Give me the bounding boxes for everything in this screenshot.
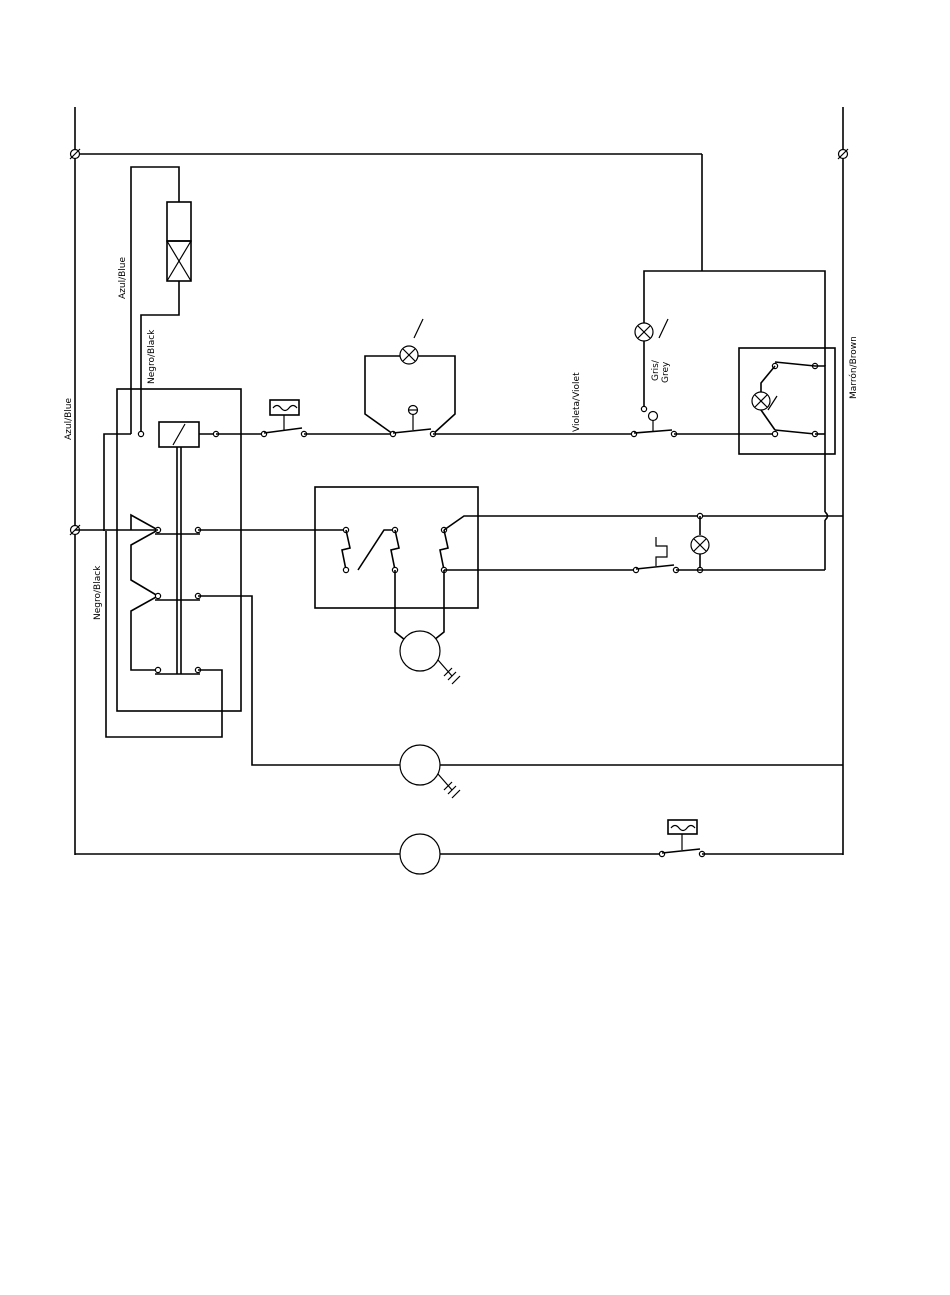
pilot-lamp-switch — [633, 513, 825, 572]
fan-motor-1 — [400, 631, 460, 684]
label-azul-blue-inner: Azul/Blue — [118, 257, 128, 299]
label-negro-black-upper: Negro/Black — [147, 329, 157, 384]
selector-switch-box — [75, 487, 843, 640]
label-grey: Grey — [661, 361, 671, 383]
label-marron-brown: Marrón/Brown — [848, 336, 859, 399]
terminal-top-left — [70, 149, 80, 159]
terminal-top-right — [838, 149, 848, 159]
bottom-motor-circuit — [75, 820, 843, 874]
door-switch-box — [739, 348, 835, 570]
heater-element — [131, 167, 191, 434]
supply-rails — [75, 107, 843, 855]
contactor-block — [104, 389, 241, 737]
label-negro-black-lower: Negro/Black — [93, 565, 103, 620]
grey-lamp-branch — [631, 271, 825, 437]
label-azul-blue-left: Azul/Blue — [64, 398, 74, 440]
label-gris: Gris/ — [651, 359, 661, 381]
fan-motor-2 — [198, 596, 843, 798]
label-violeta-violet: Violeta/Violet — [572, 372, 582, 432]
